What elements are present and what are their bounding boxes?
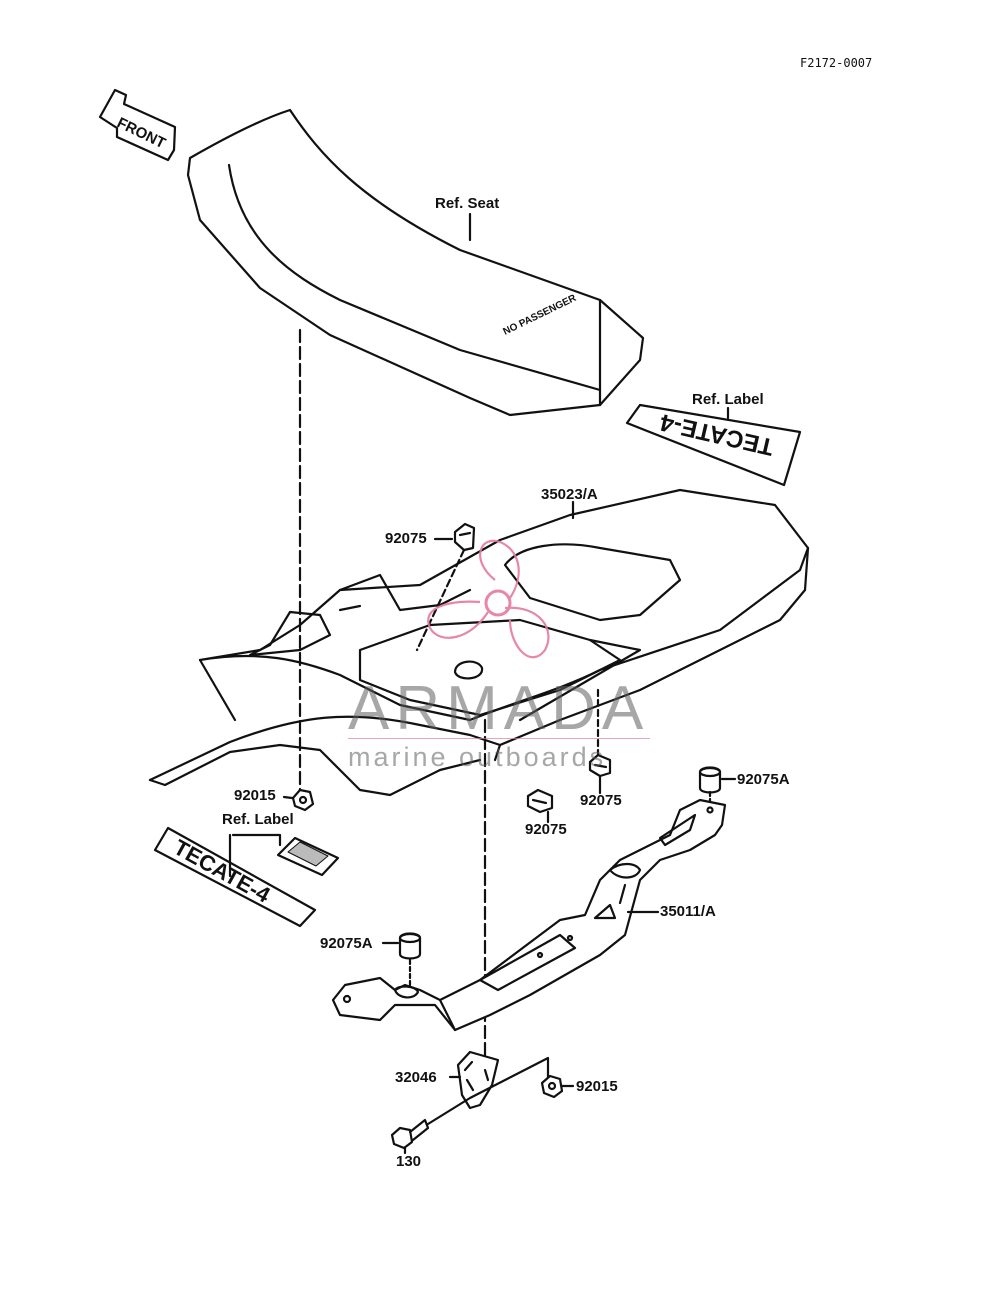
diagram-code: F2172-0007 (800, 56, 873, 70)
clip-nut-92075-mid (526, 788, 554, 814)
label-92075A-left: 92075A (320, 935, 373, 952)
nut-left-leader (282, 795, 294, 800)
clip-nut-92075-top (453, 522, 476, 552)
label-35023A: 35023/A (541, 486, 598, 503)
front-arrow-icon: FRONT (98, 88, 177, 162)
label-92075-right: 92075 (580, 792, 622, 809)
watermark-propeller-icon (427, 539, 550, 659)
bolt-130 (390, 1118, 430, 1150)
label-ref-label-top: Ref. Label (692, 391, 764, 408)
label-92015-left: 92015 (234, 787, 276, 804)
label-92075A-right: 92075A (737, 771, 790, 788)
label-92075-mid: 92075 (525, 821, 567, 838)
seat-outline: NO PASSENGER (186, 108, 645, 417)
watermark-rule (348, 738, 650, 739)
nut-92015-left (291, 788, 315, 812)
label-ref-seat: Ref. Seat (435, 195, 500, 212)
label-32046: 32046 (395, 1069, 437, 1086)
bumper-92075A-left (398, 932, 422, 960)
clip-top-drop (415, 548, 466, 652)
label-130: 130 (396, 1153, 422, 1170)
decal-bottom-text: TECATE-4 (170, 835, 275, 909)
label-35011A: 35011/A (660, 903, 716, 920)
stay-bracket (456, 1050, 500, 1110)
label-92015-bottom: 92015 (576, 1078, 618, 1095)
watermark-tagline: marine outboards (348, 742, 607, 772)
label-ref-label-bottom: Ref. Label (222, 811, 294, 828)
ref-label-bottom-leader (228, 833, 282, 878)
frame-bracket (331, 798, 727, 1032)
seat-cowl (148, 488, 810, 797)
bolt-axis (426, 1056, 550, 1126)
nut-92015-bottom (540, 1074, 564, 1099)
label-92075-top: 92075 (385, 530, 427, 547)
watermark-brand: ARMADA (348, 674, 650, 743)
decal-top: TECATE-4 (625, 403, 802, 487)
bumper-92075A-right (698, 766, 722, 794)
decal-small (276, 836, 340, 877)
